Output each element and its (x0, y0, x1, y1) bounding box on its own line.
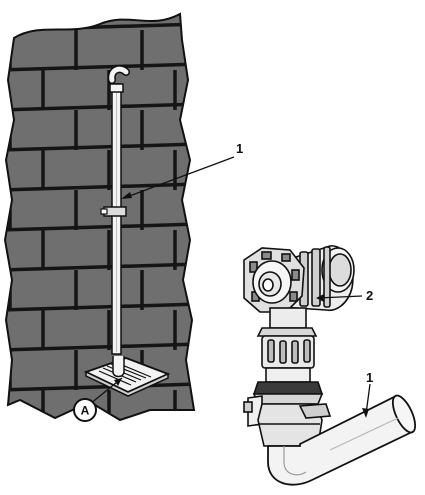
mortar-row (5, 222, 194, 232)
mortar-row (5, 102, 194, 112)
callout-1-wall-pipe: 1 (121, 141, 243, 199)
mortar-row (5, 182, 194, 192)
elbow-fitting (243, 245, 355, 447)
mortar-row (5, 262, 194, 272)
callout-a: A (73, 377, 123, 422)
mortar-lines (0, 22, 200, 470)
wall-surface (3, 12, 196, 422)
mortar-row (5, 142, 194, 152)
brick-wall (0, 12, 200, 470)
mortar-row (5, 382, 194, 392)
callout-2-fitting: 2 (316, 288, 373, 303)
mortar-row (5, 62, 194, 72)
drain-hose (267, 394, 417, 486)
wall-pipe (100, 65, 130, 355)
callout-1-hose: 1 (362, 370, 373, 418)
mortar-row (0, 424, 200, 430)
callout-2-text: 2 (366, 288, 373, 303)
callout-1-hose-text: 1 (366, 370, 373, 385)
mortar-row (0, 464, 200, 470)
callout-1-wall-text: 1 (236, 141, 243, 156)
callout-a-text: A (81, 404, 90, 418)
mortar-row (5, 302, 194, 312)
mortar-row (5, 342, 194, 352)
callout-a-circle (73, 398, 97, 422)
